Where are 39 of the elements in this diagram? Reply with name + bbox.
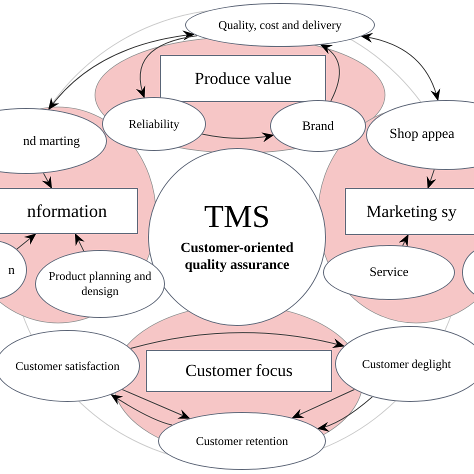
node-text: Reliability (128, 116, 180, 132)
rect-node (146, 350, 332, 392)
node-text: nformation (27, 200, 107, 222)
rect-node (160, 55, 326, 102)
arrow (292, 389, 355, 418)
node-text: Customer deglight (362, 356, 451, 372)
rect-node (345, 188, 474, 235)
arrow (130, 332, 345, 349)
arrow (122, 389, 190, 419)
arrow (74, 233, 85, 252)
arrow (360, 33, 440, 102)
arrow (316, 396, 373, 432)
node-text: Produce value (194, 68, 292, 90)
arrow (320, 44, 340, 102)
ellipse-node (0, 330, 140, 402)
arrow (202, 132, 274, 142)
arrow (16, 233, 36, 250)
node-text: Shop appea (390, 126, 454, 144)
ellipse-node (185, 3, 375, 47)
node-text: Product planning and densign (48, 269, 152, 299)
node-text: Customer satisfaction (15, 358, 120, 374)
arrow (110, 394, 172, 426)
rect-node (0, 188, 138, 234)
arrow (398, 234, 409, 248)
node-text: Brand (302, 118, 334, 134)
node-text: n (8, 262, 15, 278)
title-text: TMS (204, 200, 270, 232)
arrow (48, 30, 195, 110)
node-text: Customer focus (185, 360, 293, 382)
node-text: nd marting (23, 132, 80, 150)
arrow (136, 35, 198, 98)
node-text: Customer retention (196, 434, 288, 448)
arrow (426, 169, 436, 189)
arrow (42, 172, 52, 189)
node-text: Quality, cost and delivery (218, 18, 342, 32)
node-text: Service (370, 264, 408, 281)
node-text: Marketing sy (366, 200, 457, 222)
node-text: Customer-oriented quality assurance (179, 240, 294, 274)
ellipse-node (335, 326, 474, 402)
